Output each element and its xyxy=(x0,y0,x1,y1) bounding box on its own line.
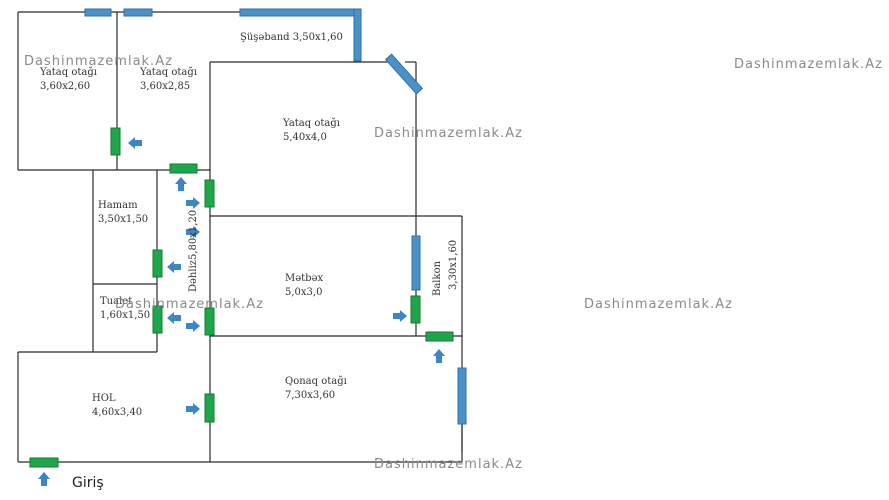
arrow-right-icon xyxy=(186,320,200,332)
toilet-name: Tualet xyxy=(100,296,132,307)
arrow-left-icon xyxy=(167,261,181,273)
balcony-side-size: 3,30x1,60 xyxy=(448,240,459,290)
window-bedroom2 xyxy=(123,8,153,17)
doors xyxy=(29,127,454,468)
room-labels: Yataq otağı 3,60x2,60 Yataq otağı 3,60x2… xyxy=(39,32,459,418)
arrow-right-icon xyxy=(186,197,200,209)
kitchen-name: Mətbəx xyxy=(285,273,323,284)
watermark: Dashinmazemlak.Az xyxy=(734,57,883,72)
arrow-left-icon xyxy=(128,137,142,149)
door-toilet xyxy=(152,305,163,334)
bedroom2-size: 3,60x2,85 xyxy=(140,81,190,92)
hall-size: 4,60x3,40 xyxy=(92,407,142,418)
bath-size: 3,50x1,50 xyxy=(98,214,148,225)
window-kitchen-balcony xyxy=(411,235,421,291)
door-bedroom3 xyxy=(204,179,215,208)
corridor-size: 5,80x1,20 xyxy=(188,210,199,260)
window-balcony-top-side xyxy=(353,8,362,62)
arrow-up-icon xyxy=(175,177,187,191)
window-bedroom1 xyxy=(84,8,112,17)
entrance-arrow-icon xyxy=(38,472,50,486)
bedroom3-size: 5,40x4,0 xyxy=(283,132,327,143)
windows xyxy=(84,8,467,425)
door-kitchen xyxy=(204,307,215,336)
window-living xyxy=(457,367,467,425)
entrance-label: Giriş xyxy=(72,475,104,491)
walls xyxy=(17,11,463,463)
watermarks: Dashinmazemlak.Az Dashinmazemlak.Az Dash… xyxy=(24,54,883,472)
door-bedroom1 xyxy=(169,163,198,174)
door-living xyxy=(204,393,215,423)
bath-name: Hamam xyxy=(98,200,138,211)
balcony-top-label: Şüşəband 3,50x1,60 xyxy=(240,32,343,43)
corridor-name: Dəhliz xyxy=(188,260,199,292)
door-entrance xyxy=(29,457,59,468)
door-bedroom2 xyxy=(110,127,121,156)
door-balcony xyxy=(410,295,421,324)
arrow-right-icon xyxy=(393,310,407,322)
balcony-side-name: Balkon xyxy=(432,260,443,296)
watermark: Dashinmazemlak.Az xyxy=(584,297,733,312)
bedroom3-name: Yataq otağı xyxy=(282,118,340,129)
bedroom2-name: Yataq otağı xyxy=(139,67,197,78)
living-name: Qonaq otağı xyxy=(285,376,347,387)
watermark: Dashinmazemlak.Az xyxy=(115,297,264,312)
hall-name: HOL xyxy=(92,393,116,404)
door-balcony-bottom xyxy=(425,331,454,342)
bedroom1-size: 3,60x2,60 xyxy=(40,81,90,92)
toilet-size: 1,60x1,50 xyxy=(100,310,150,321)
arrow-right-icon xyxy=(186,403,200,415)
living-size: 7,30x3,60 xyxy=(285,390,335,401)
watermark: Dashinmazemlak.Az xyxy=(24,54,173,69)
kitchen-size: 5,0x3,0 xyxy=(285,287,322,298)
arrow-right-icon xyxy=(186,226,200,238)
door-bath xyxy=(152,249,163,278)
window-balcony-top xyxy=(239,8,359,17)
arrows xyxy=(38,137,445,486)
window-bedroom3-corner xyxy=(384,53,424,95)
watermark: Dashinmazemlak.Az xyxy=(374,126,523,141)
watermark: Dashinmazemlak.Az xyxy=(374,457,523,472)
arrow-up-icon xyxy=(433,349,445,363)
arrow-left-icon xyxy=(167,312,181,324)
bedroom1-name: Yataq otağı xyxy=(39,67,97,78)
